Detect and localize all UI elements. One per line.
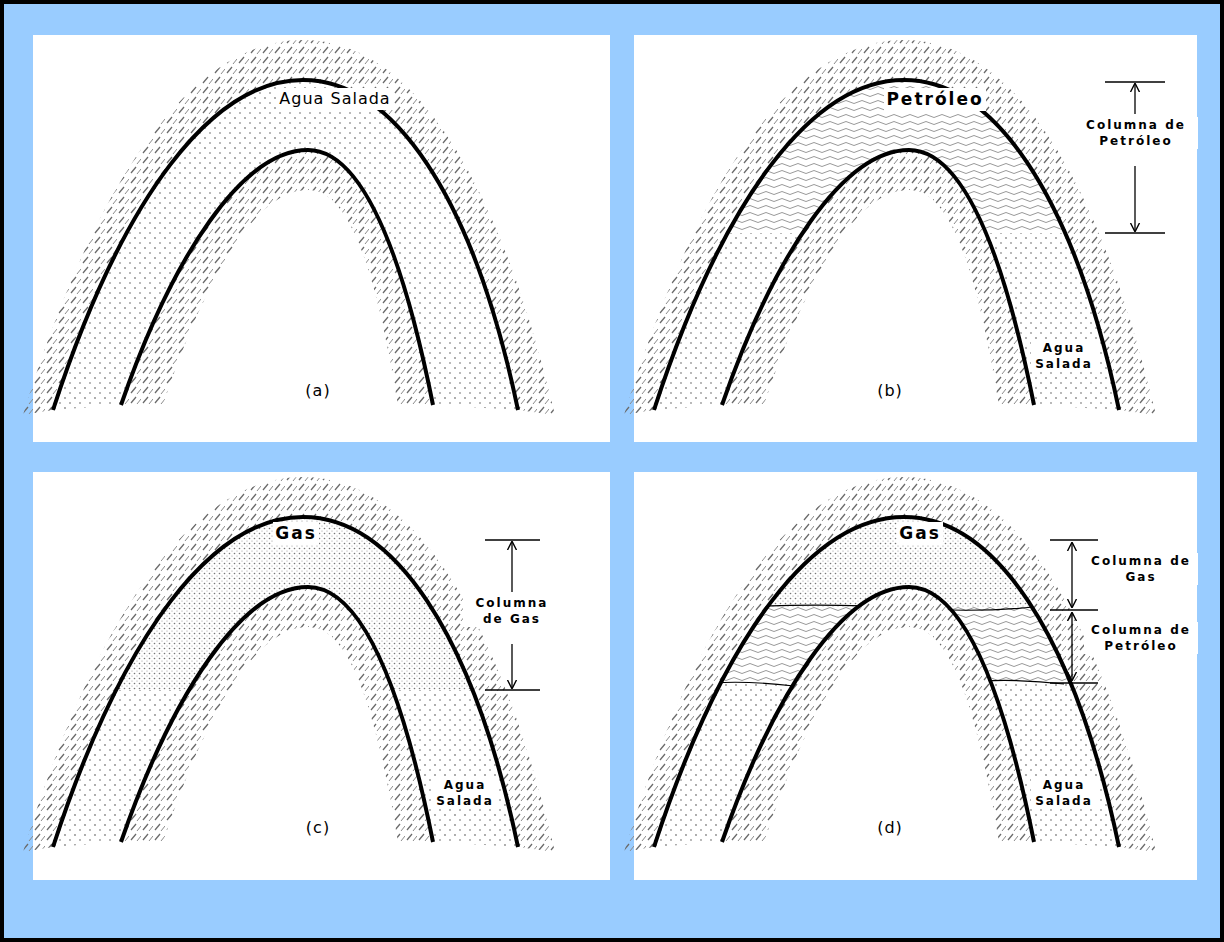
fluid-label: Agua Salada xyxy=(277,88,392,110)
panel-letter: (b) xyxy=(875,380,905,402)
fluid-label: Petróleo xyxy=(884,88,985,111)
panel-letter: (c) xyxy=(304,817,332,839)
fluid-label: Agua Salada xyxy=(432,777,498,809)
fluid-label: Gas xyxy=(273,522,319,545)
panel-letter: (d) xyxy=(875,817,905,839)
fluid-label: Agua Salada xyxy=(1031,340,1097,372)
fluid-label: Agua Salada xyxy=(1031,777,1097,809)
column-label: Columna de Gas xyxy=(1084,553,1198,585)
fluid-label: Gas xyxy=(897,522,943,545)
panel-letter: (a) xyxy=(303,380,332,402)
column-label: Columna de Gas xyxy=(463,595,562,627)
column-label: Columna de Petróleo xyxy=(1074,117,1198,149)
column-label: Columna de Petróleo xyxy=(1084,622,1198,654)
